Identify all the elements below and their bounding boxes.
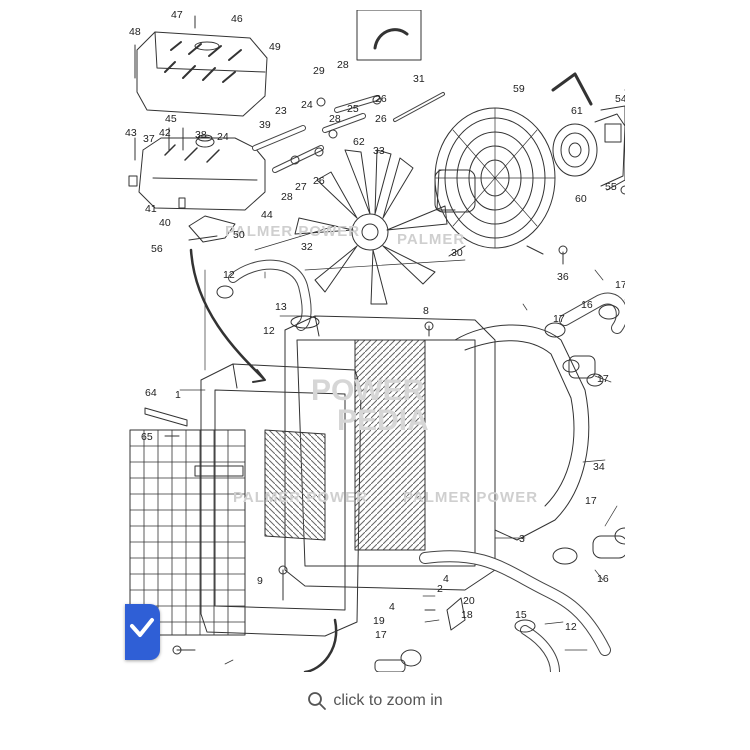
- part-number-label: 36: [557, 271, 569, 283]
- part-number-label: 38: [195, 129, 207, 141]
- watermark-big-1: POWER: [311, 374, 425, 407]
- part-number-label: 2: [437, 583, 443, 595]
- part-number-label: 26: [375, 93, 387, 105]
- part-number-label: 42: [159, 127, 171, 139]
- part-number-label: 17: [615, 279, 625, 291]
- part-number-label: 47: [171, 10, 183, 21]
- parts-diagram[interactable]: PALMER POWER PALMER PALMER POWER PALMER …: [125, 10, 625, 672]
- watermark-big-2: PEDIA: [337, 404, 429, 437]
- part-number-label: 17: [553, 313, 565, 325]
- inset-box-part-35: [356, 10, 422, 61]
- part-number-label: 29: [313, 65, 325, 77]
- part-number-label: 33: [373, 145, 385, 157]
- part-number-label: 20: [463, 595, 475, 607]
- part-number-label: 45: [165, 113, 177, 125]
- part-number-label: 46: [231, 13, 243, 25]
- part-number-label: 28: [329, 113, 341, 125]
- part-number-label: 48: [129, 26, 141, 38]
- part-number-label: 49: [269, 41, 281, 53]
- watermark-text-3: PALMER POWER: [403, 489, 538, 506]
- zoom-link[interactable]: click to zoom in: [0, 686, 750, 716]
- part-number-label: 44: [261, 209, 273, 221]
- part-number-label: 34: [593, 461, 605, 473]
- part-number-label: 61: [571, 105, 583, 117]
- radiator-part-1: [200, 363, 362, 637]
- bracket-part-56: [188, 215, 236, 243]
- part-number-label: 18: [461, 609, 473, 621]
- part-number-label: 4: [389, 601, 395, 613]
- part-number-label: 64: [145, 387, 157, 399]
- part-number-label: 19: [373, 615, 385, 627]
- part-number-label: 60: [575, 193, 587, 205]
- part-number-label: 56: [151, 243, 163, 255]
- part-number-label: 26: [375, 113, 387, 125]
- electric-fan-part-59: [434, 107, 556, 257]
- part-number-label: 26: [313, 175, 325, 187]
- part-number-label: 13: [275, 301, 287, 313]
- magnifier-icon: [308, 692, 327, 710]
- part-number-label: 23: [275, 105, 287, 117]
- part-number-label: 41: [145, 203, 157, 215]
- exploded-view-drawing: PALMER POWER PALMER PALMER POWER PALMER …: [125, 10, 625, 672]
- part-number-label: 37: [143, 133, 155, 145]
- hose-clip-part-35: [373, 28, 409, 50]
- part-number-label: 65: [141, 431, 153, 443]
- part-number-label: 17: [375, 629, 387, 641]
- part-number-label: 24: [217, 131, 229, 143]
- watermark-text-short: PALMER: [397, 231, 465, 248]
- part-number-label: 40: [159, 217, 171, 229]
- part-number-label: 12: [223, 269, 235, 281]
- part-number-label: 59: [513, 83, 525, 95]
- part-number-label: 15: [515, 609, 527, 621]
- part-number-label: 4: [443, 573, 449, 585]
- part-number-label: 30: [451, 247, 463, 259]
- part-number-label: 50: [233, 229, 245, 241]
- part-number-label: 31: [413, 73, 425, 85]
- zoom-label: click to zoom in: [333, 692, 443, 709]
- part-number-label: 17: [585, 495, 597, 507]
- part-number-label: 27: [295, 181, 307, 193]
- part-number-label: 39: [259, 119, 271, 131]
- part-number-label: 24: [301, 99, 313, 111]
- part-number-label: 12: [565, 621, 577, 633]
- verified-badge[interactable]: [125, 604, 160, 660]
- expansion-tank-lower: [138, 137, 266, 211]
- fan-part-33: [294, 149, 448, 305]
- part-number-label: 28: [337, 59, 349, 71]
- part-number-label: 32: [301, 241, 313, 253]
- part-number-label: 9: [257, 575, 263, 587]
- part-number-label: 8: [423, 305, 429, 317]
- grille-part-57: [129, 429, 246, 636]
- check-mark-icon: [130, 618, 154, 637]
- part-number-label: 25: [347, 103, 359, 115]
- part-number-label: 28: [281, 191, 293, 203]
- pulley-part-60: [552, 123, 598, 177]
- part-number-label: 16: [581, 299, 593, 311]
- part-number-label: 55: [605, 181, 617, 193]
- watermark-text-2: PALMER POWER: [233, 489, 368, 506]
- shroud-part-34: [454, 324, 590, 541]
- watermark-text: PALMER POWER: [225, 223, 360, 240]
- part-number-label: 16: [597, 573, 609, 585]
- part-number-label: 1: [175, 389, 181, 401]
- tank-cover-part-49: [136, 31, 268, 117]
- part-number-label: 43: [125, 127, 137, 139]
- part-number-label: 54: [615, 93, 625, 105]
- part-number-label: 3: [519, 533, 525, 545]
- part-number-label: 62: [353, 136, 365, 148]
- part-number-label: 12: [263, 325, 275, 337]
- part-number-label: 17: [597, 373, 609, 385]
